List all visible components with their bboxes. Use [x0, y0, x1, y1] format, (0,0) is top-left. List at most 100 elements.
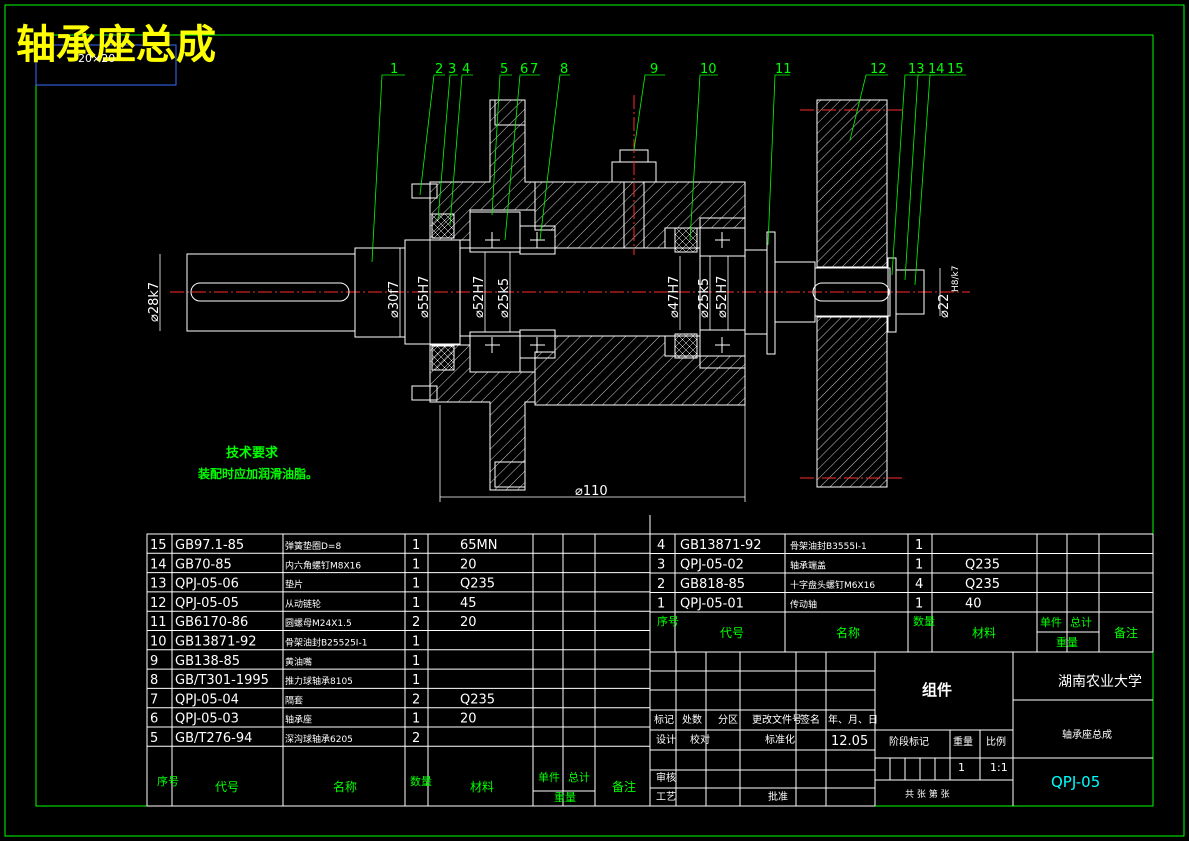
tb-design: 设计: [656, 733, 676, 746]
bom-right-code: QPJ-05-01: [680, 597, 744, 612]
balloon-10: 10: [700, 62, 717, 77]
tb-zone: 分区: [718, 714, 738, 726]
bom-left-no: 10: [150, 635, 167, 650]
bom-right-code: QPJ-05-02: [680, 558, 744, 573]
tb-drawing-no: QPJ-05: [1051, 773, 1100, 791]
bom-left-no: 13: [150, 577, 167, 592]
bearing-left-upper: [469, 211, 521, 253]
bom-right-code: GB13871-92: [680, 538, 762, 553]
bom-left-header-total: 总计: [568, 770, 590, 784]
bom-left-no: 7: [150, 692, 158, 707]
bom-right-name: 骨架油封B3555I-1: [790, 540, 867, 552]
bom-right-no: 3: [657, 558, 665, 573]
bom-left-qty: 1: [412, 538, 420, 553]
bom-right-qty: 1: [915, 597, 923, 612]
bom-left-no: 14: [150, 557, 167, 572]
bom-left-material: Q235: [460, 577, 495, 592]
bom-right-name: 轴承端盖: [790, 560, 826, 572]
balloon-2: 2: [435, 62, 443, 77]
title-stamp-box: [35, 44, 177, 86]
bom-left-qty: 1: [412, 596, 420, 611]
bom-left-name: 内六角螺钉M8X16: [285, 559, 361, 571]
nut-2: [766, 231, 776, 355]
bom-left-no: 6: [150, 712, 158, 727]
keyway-right: [812, 282, 890, 302]
housing-lower: [534, 335, 746, 406]
dim-d30f7: ⌀30f7: [387, 281, 402, 318]
bom-left-qty: 2: [412, 692, 420, 707]
bom-left-name: 圆螺母M24X1.5: [285, 618, 352, 629]
bom-right-name: 传动轴: [790, 599, 817, 611]
bom-left-material: 65MN: [460, 538, 497, 553]
bom-left-qty: 1: [412, 557, 420, 572]
tb-mark: 标记: [654, 714, 674, 726]
bom-left-qty: 1: [412, 673, 420, 688]
bolt-14: [895, 269, 925, 315]
bom-right-header-remark: 备注: [1114, 625, 1138, 640]
bom-right-header-unit: 单件: [1040, 616, 1062, 629]
bom-left-code: QPJ-05-04: [175, 692, 239, 707]
bom-right-header-no: 序号: [657, 614, 679, 628]
balloon-8: 8: [560, 62, 568, 77]
grease-channel: [623, 181, 645, 249]
bom-left-header-name: 名称: [333, 779, 357, 794]
shaft-middle: [459, 247, 701, 337]
dim-d25k5-right: ⌀25k5: [697, 278, 712, 318]
bom-left-header-no: 序号: [157, 774, 179, 788]
bom-right-material: Q235: [965, 558, 1000, 573]
bom-left-header-remark: 备注: [612, 779, 636, 794]
tb-change-doc: 更改文件号: [752, 713, 802, 726]
bom-right-header-material: 材料: [972, 626, 996, 640]
bom-right-header-name: 名称: [836, 625, 860, 640]
bom-left-qty: 2: [412, 731, 420, 746]
bom-left-material: Q235: [460, 692, 495, 707]
balloon-4: 4: [462, 62, 470, 77]
tb-review: 审核: [656, 771, 676, 784]
balloon-15: 15: [947, 62, 964, 77]
bom-left-name: 骨架油封B25525I-1: [285, 637, 367, 649]
bom-left-no: 9: [150, 654, 158, 669]
bom-right-material: Q235: [965, 577, 1000, 592]
tech-req-line1: 装配时应加润滑油脂。: [197, 466, 318, 481]
tb-qty-value: 1: [958, 761, 965, 774]
shaft-right-end: [814, 267, 891, 317]
balloon-13: 13: [908, 62, 925, 77]
tb-standard: 标准化: [765, 733, 795, 746]
bom-right-no: 1: [657, 597, 665, 612]
bom-left-code: GB/T276-94: [175, 731, 252, 746]
tb-count: 处数: [682, 713, 702, 726]
bom-left-code: QPJ-05-06: [175, 577, 239, 592]
tb-date-value: 12.05: [831, 734, 868, 749]
dim-d52h7-right: ⌀52H7: [715, 276, 730, 318]
balloon-11: 11: [775, 62, 792, 77]
dim-d47h7: ⌀47H7: [667, 276, 682, 318]
drawing-title: 轴承座总成: [16, 22, 216, 68]
outer-border: [4, 4, 1185, 837]
bom-left-qty: 2: [412, 615, 420, 630]
tb-craft: 工艺: [656, 791, 676, 803]
balloon-12: 12: [870, 62, 887, 77]
bom-left-no: 5: [150, 731, 158, 746]
cap-bolt-top: [411, 183, 438, 199]
bom-left-name: 从动链轮: [285, 598, 321, 610]
tb-weight: 重量: [953, 735, 973, 748]
tb-drawing-name: 轴承座总成: [1062, 728, 1112, 741]
bearing-right-lower: [699, 329, 746, 369]
bom-left-material: 20: [460, 615, 477, 630]
bom-right-header-total: 总计: [1070, 615, 1092, 629]
tb-scale: 比例: [986, 735, 1006, 748]
dim-d22-fit: H8/k7: [951, 266, 961, 292]
bom-left-qty: 1: [412, 577, 420, 592]
dim-d25k5-left: ⌀25k5: [497, 278, 512, 318]
flange-bolt-hole-top: [494, 99, 526, 126]
bearing-right-upper: [699, 217, 746, 257]
bom-left-header-unit: 单件: [538, 771, 560, 784]
bom-left-no: 8: [150, 673, 158, 688]
bom-right-name: 十字盘头螺钉M6X16: [790, 579, 875, 591]
dim-d28k7: ⌀28k7: [147, 282, 162, 322]
seal-right-lower: [674, 333, 698, 359]
balloon-6: 6: [520, 62, 528, 77]
bom-left-name: 深沟球轴承6205: [285, 733, 353, 745]
tb-sheets: 共 张 第 张: [905, 788, 950, 800]
spacer-lower: [519, 329, 556, 359]
